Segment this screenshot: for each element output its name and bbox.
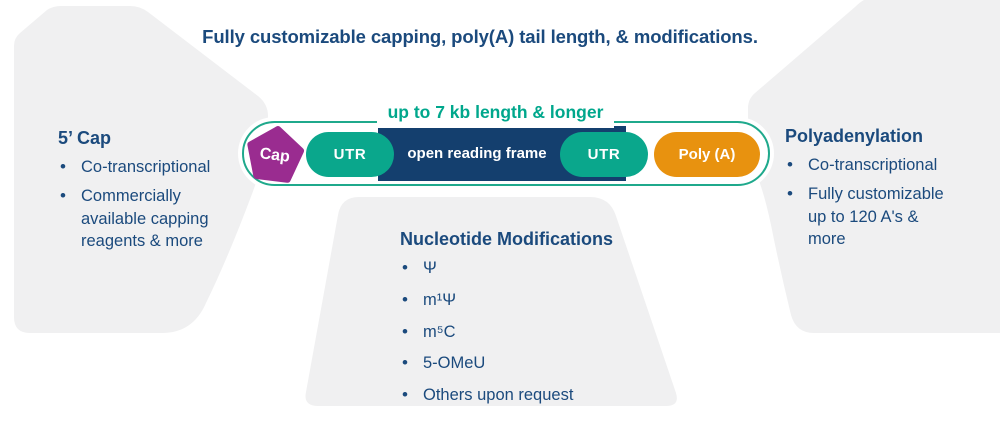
five-prime-cap-heading: 5’ Cap bbox=[58, 128, 112, 148]
polyadenylation-block: Polyadenylation Co-transcriptional Fully… bbox=[785, 126, 953, 257]
orf-segment-label: open reading frame bbox=[407, 145, 547, 162]
page-title: Fully customizable capping, poly(A) tail… bbox=[202, 26, 758, 47]
list-item: m¹Ψ bbox=[400, 288, 630, 312]
length-callout: up to 7 kb length & longer bbox=[377, 97, 614, 128]
cap-segment: Cap bbox=[243, 122, 308, 186]
nucleotide-modifications-heading: Nucleotide Modifications bbox=[400, 229, 614, 249]
utr-right-segment: UTR bbox=[560, 132, 648, 177]
list-item: Ψ bbox=[400, 256, 630, 280]
list-item: Co-transcriptional bbox=[785, 153, 953, 177]
list-item: m⁵C bbox=[400, 320, 630, 344]
utr-right-segment-label: UTR bbox=[587, 146, 621, 163]
cap-pentagon-icon bbox=[247, 126, 305, 183]
utr-left-segment-label: UTR bbox=[333, 146, 367, 163]
list-item: 5-OMeU bbox=[400, 351, 630, 375]
mrna-construct-diagram: Cap open reading frame UTR UTR Poly (A) bbox=[242, 121, 770, 186]
list-item: Co-transcriptional bbox=[58, 155, 236, 179]
five-prime-cap-list: Co-transcriptional Commercially availabl… bbox=[58, 155, 236, 253]
five-prime-cap-block: 5’ Cap Co-transcriptional Commercially a… bbox=[58, 128, 236, 259]
cap-segment-label: Cap bbox=[258, 145, 291, 166]
list-item: Commercially available capping reagents … bbox=[58, 184, 236, 253]
list-item: Fully customizable up to 120 A's & more bbox=[785, 182, 953, 251]
polyadenylation-list: Co-transcriptional Fully customizable up… bbox=[785, 153, 953, 251]
polyadenylation-heading: Polyadenylation bbox=[785, 126, 924, 146]
nucleotide-modifications-list: Ψ m¹Ψ m⁵C 5-OMeU Others upon request bbox=[400, 256, 630, 407]
utr-left-segment: UTR bbox=[306, 132, 394, 177]
list-item: Others upon request bbox=[400, 383, 630, 407]
polya-segment: Poly (A) bbox=[654, 132, 760, 177]
polya-segment-label: Poly (A) bbox=[678, 146, 736, 163]
nucleotide-modifications-block: Nucleotide Modifications Ψ m¹Ψ m⁵C 5-OMe… bbox=[400, 229, 630, 416]
